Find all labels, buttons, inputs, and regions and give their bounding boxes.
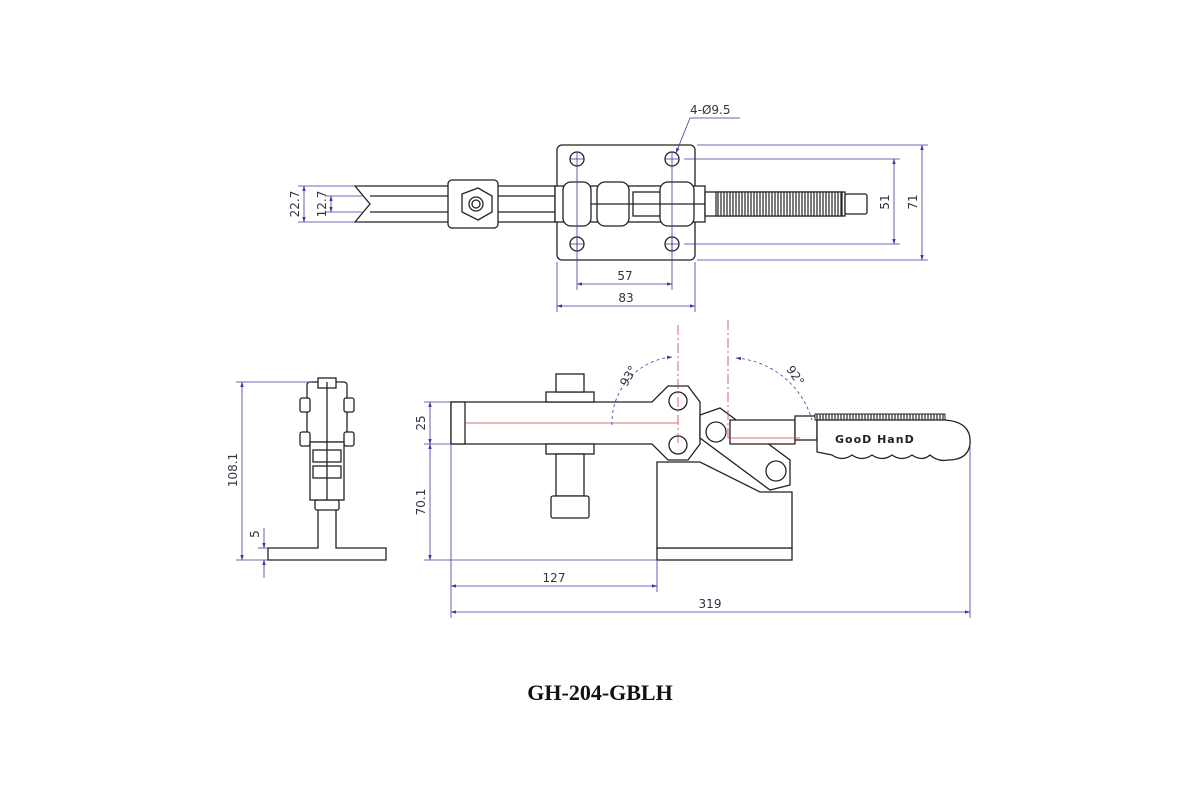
hole-callout: 4-Ø9.5 bbox=[690, 103, 731, 117]
dim-angle-handle: 92° bbox=[783, 363, 807, 388]
top-view: 4-Ø9.5 57 83 51 71 22.7 12.7 bbox=[288, 103, 928, 312]
side-view-base bbox=[656, 547, 793, 561]
dim-spindle-inner: 12.7 bbox=[315, 191, 329, 218]
side-view: GooD HanD 93° 92° 25 70.1 127 319 bbox=[414, 320, 971, 618]
dim-base-width: 83 bbox=[618, 291, 633, 305]
dim-total-length: 319 bbox=[699, 597, 722, 611]
end-view-dimensions bbox=[236, 381, 312, 578]
dim-angle-open: 93° bbox=[617, 363, 640, 388]
dim-total-height: 108.1 bbox=[226, 453, 240, 487]
dim-base-height: 71 bbox=[906, 194, 920, 209]
spindle-shaft bbox=[555, 453, 585, 497]
dim-hole-spacing-x: 57 bbox=[617, 269, 632, 283]
frame bbox=[656, 461, 793, 549]
dim-spindle-outer: 22.7 bbox=[288, 191, 302, 218]
side-view-dimensions bbox=[424, 401, 971, 618]
model-title: GH-204-GBLH bbox=[527, 680, 673, 705]
handle-bar bbox=[729, 419, 796, 445]
spindle-bottom-nut bbox=[550, 495, 590, 519]
dim-pivot-height: 70.1 bbox=[414, 489, 428, 516]
end-view-base bbox=[267, 504, 387, 561]
dim-reach: 127 bbox=[543, 571, 566, 585]
dim-hole-spacing-y: 51 bbox=[878, 194, 892, 209]
spindle-nut bbox=[461, 187, 493, 221]
end-view: 108.1 5 bbox=[226, 377, 387, 578]
dim-arm-height: 25 bbox=[414, 415, 428, 430]
dim-base-thickness: 5 bbox=[248, 530, 262, 538]
brand-label: GooD HanD bbox=[835, 433, 915, 446]
handle-grip bbox=[816, 419, 971, 462]
top-view-dimensions bbox=[298, 117, 928, 312]
link-plate bbox=[699, 407, 791, 491]
spindle-top-nut bbox=[545, 391, 595, 403]
